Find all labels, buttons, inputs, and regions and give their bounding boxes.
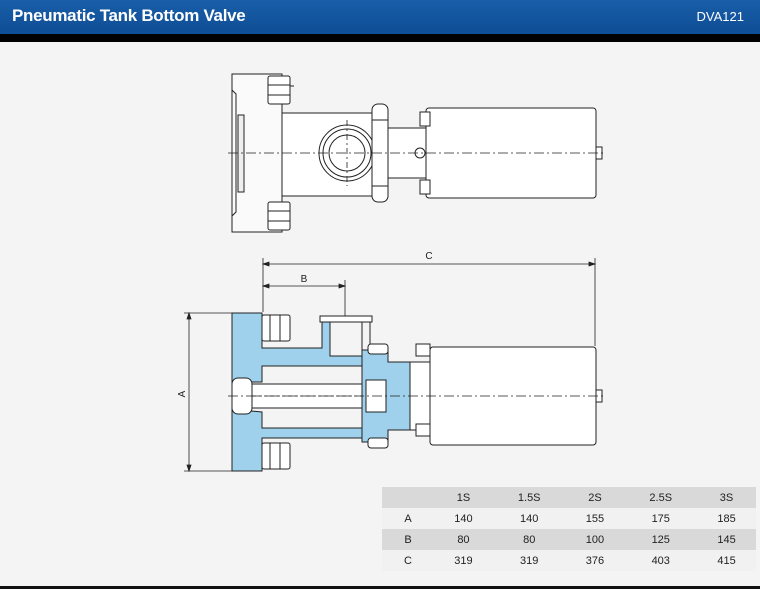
table-cell: 100: [565, 529, 625, 550]
table-cell: 185: [697, 508, 756, 529]
table-cell: 175: [624, 508, 698, 529]
page-title: Pneumatic Tank Bottom Valve: [12, 6, 246, 25]
table-cell: 125: [624, 529, 698, 550]
table-col-header: 1.5S: [492, 487, 566, 508]
dim-label-b: B: [301, 274, 308, 285]
row-label: C: [382, 550, 434, 571]
page-header: Pneumatic Tank Bottom Valve DVA121: [0, 0, 760, 34]
dim-label-c: C: [425, 251, 432, 262]
dimension-table: 1S 1.5S 2S 2.5S 3S A 140 140 155 175 185…: [382, 487, 756, 571]
section-view: [228, 312, 604, 472]
table-col-header: 3S: [697, 487, 756, 508]
table-col-header: 1S: [434, 487, 493, 508]
table-cell: 155: [565, 508, 625, 529]
table-cell: 140: [492, 508, 566, 529]
dimension-lines: [184, 258, 597, 473]
row-label: A: [382, 508, 434, 529]
table-col-header: 2S: [565, 487, 625, 508]
table-cell: 319: [492, 550, 566, 571]
table-cell: 376: [565, 550, 625, 571]
table-row: C 319 319 376 403 415: [382, 550, 756, 571]
bottom-rule: [0, 586, 760, 589]
table-row: B 80 80 100 125 145: [382, 529, 756, 550]
table-header-row: 1S 1.5S 2S 2.5S 3S: [382, 487, 756, 508]
table-cell: 80: [434, 529, 493, 550]
header-rule: [0, 34, 760, 42]
row-label: B: [382, 529, 434, 550]
dim-label-a: A: [177, 390, 188, 397]
product-code: DVA121: [696, 9, 744, 24]
table-cell: 140: [434, 508, 493, 529]
table-corner: [382, 487, 434, 508]
table-row: A 140 140 155 175 185: [382, 508, 756, 529]
table-cell: 319: [434, 550, 493, 571]
top-view: [228, 73, 604, 233]
table-cell: 403: [624, 550, 698, 571]
table-cell: 145: [697, 529, 756, 550]
table-cell: 415: [697, 550, 756, 571]
table-col-header: 2.5S: [624, 487, 698, 508]
table-cell: 80: [492, 529, 566, 550]
